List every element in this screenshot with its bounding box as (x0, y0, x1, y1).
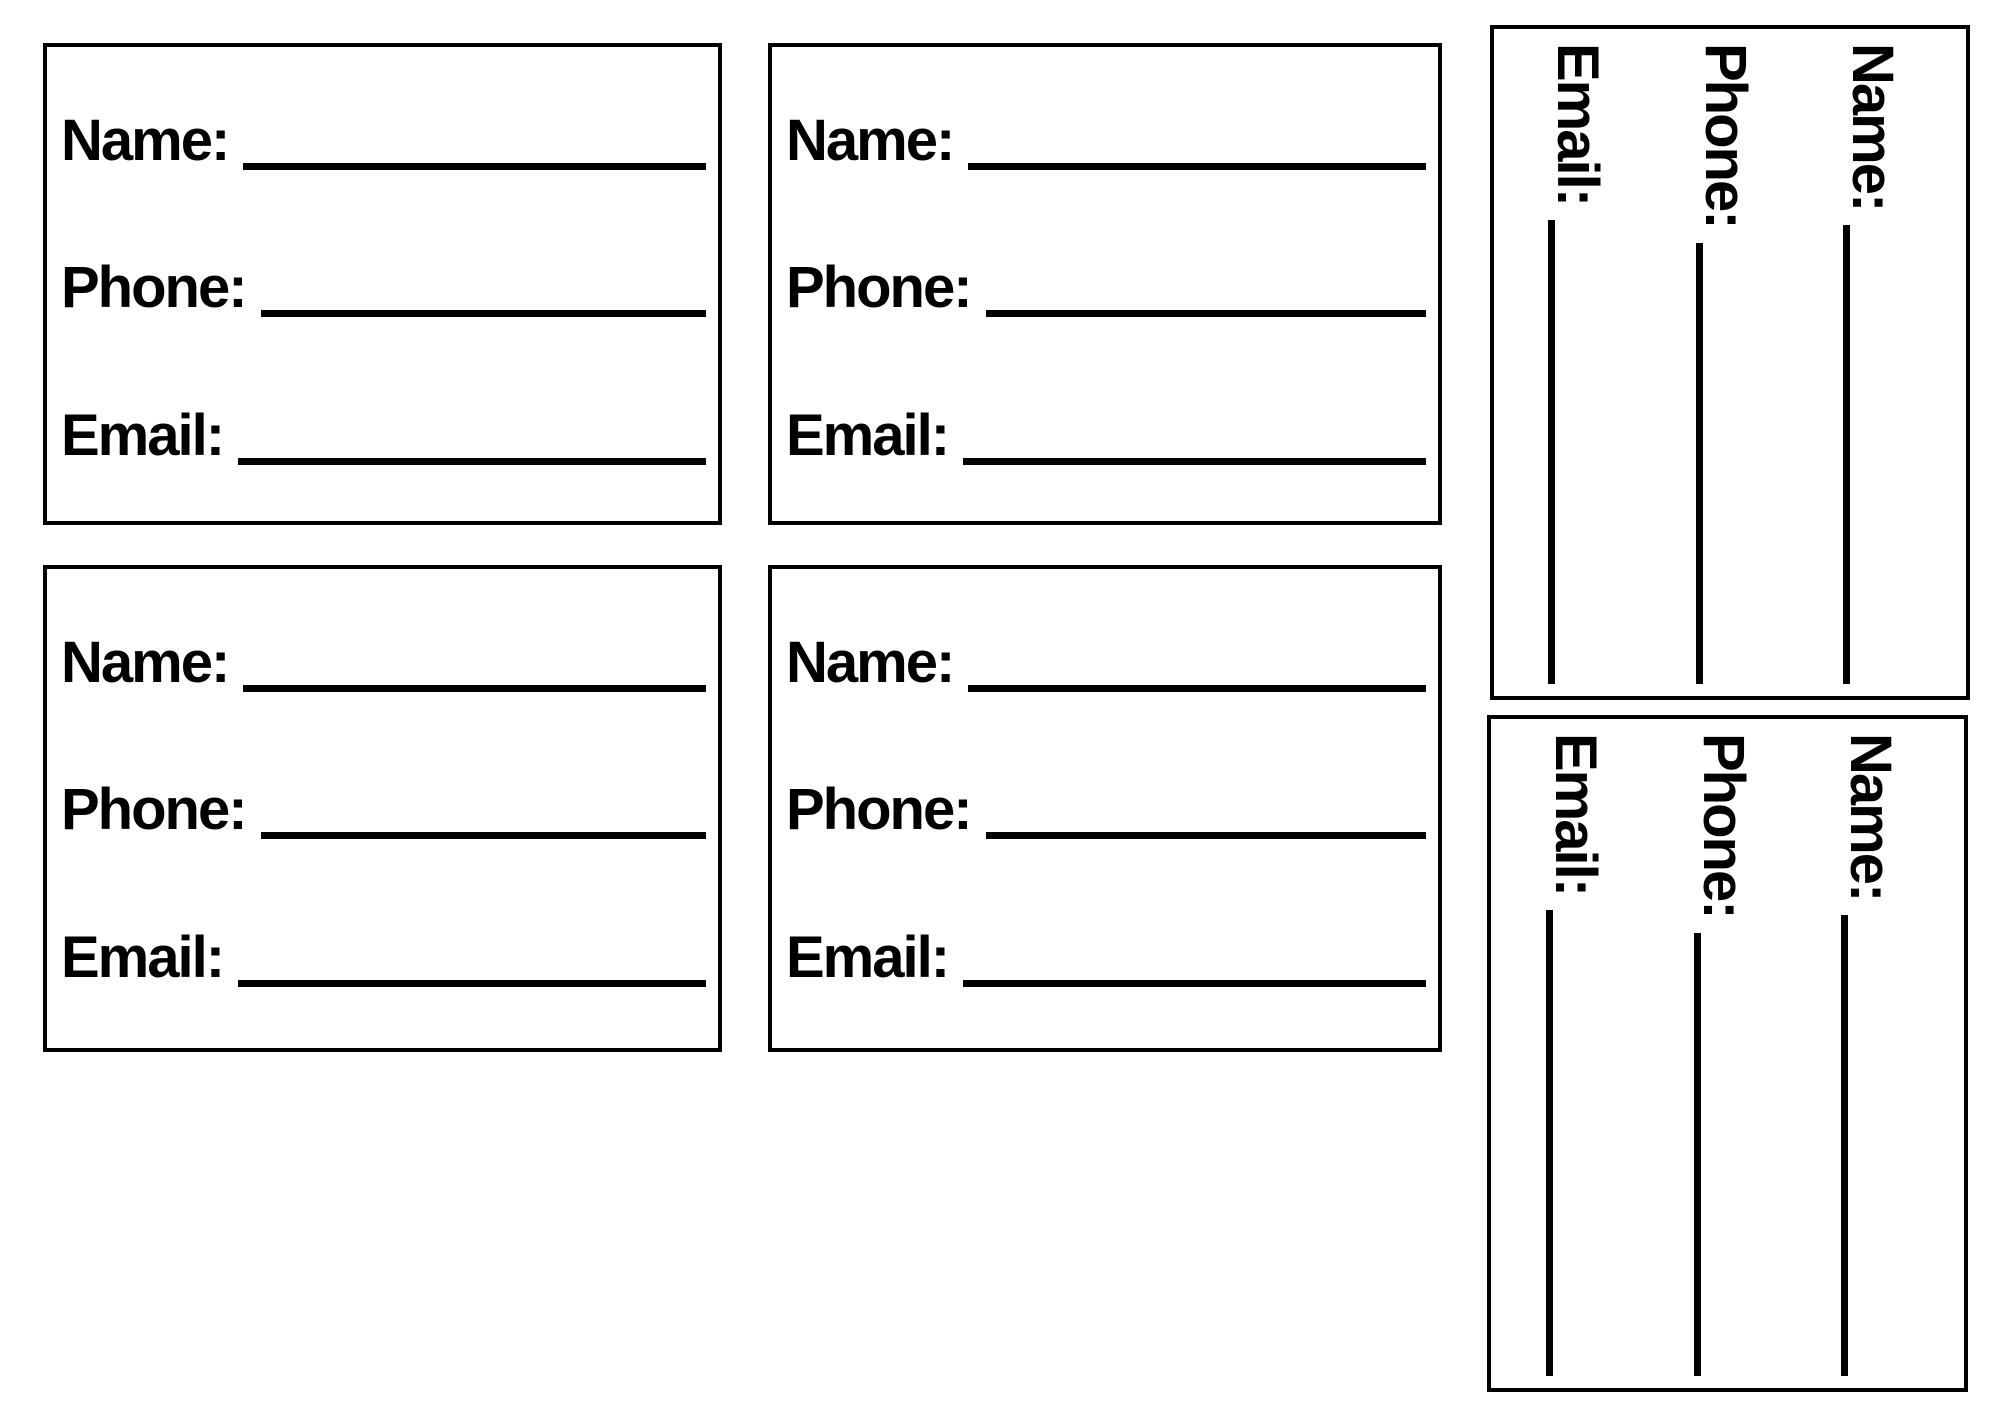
phone-label: Phone: (786, 777, 973, 842)
contact-card-top-middle: Name: Phone: Email: (768, 43, 1442, 525)
name-row: Name: (61, 634, 706, 692)
email-blank-line (1548, 220, 1555, 684)
card-face: Name: Phone: Email: (772, 569, 1438, 1048)
name-row: Name: (786, 634, 1426, 692)
phone-blank-line (260, 832, 706, 839)
email-label: Email: (1543, 733, 1608, 896)
phone-row: Phone: (61, 259, 706, 317)
phone-blank-line (985, 310, 1426, 317)
phone-row: Phone: (1691, 733, 1756, 1376)
phone-blank-line (1694, 932, 1701, 1376)
email-label: Email: (61, 403, 225, 468)
name-label: Name: (1840, 43, 1905, 211)
phone-row: Phone: (61, 781, 706, 839)
name-label: Name: (61, 630, 230, 695)
phone-row: Phone: (1693, 43, 1758, 684)
name-label: Name: (786, 108, 955, 173)
phone-label: Phone: (61, 255, 248, 320)
contact-card-top-left: Name: Phone: Email: (43, 43, 722, 525)
name-blank-line (243, 163, 706, 170)
contact-card-right-bottom-rotated: Name: Phone: Email: (1487, 715, 1968, 1392)
phone-blank-line (985, 832, 1426, 839)
phone-label: Phone: (61, 777, 248, 842)
email-row: Email: (61, 407, 706, 465)
name-label: Name: (1838, 733, 1903, 901)
name-blank-line (968, 163, 1426, 170)
email-blank-line (963, 980, 1426, 987)
phone-blank-line (1696, 242, 1703, 684)
contact-card-bottom-middle: Name: Phone: Email: (768, 565, 1442, 1052)
contact-card-bottom-left: Name: Phone: Email: (43, 565, 722, 1052)
email-row: Email: (1543, 733, 1608, 1376)
name-row: Name: (1840, 43, 1905, 684)
email-label: Email: (1545, 43, 1610, 206)
name-label: Name: (61, 108, 230, 173)
contact-card-right-top-rotated: Name: Phone: Email: (1490, 25, 1970, 700)
name-blank-line (1841, 915, 1848, 1376)
name-blank-line (968, 685, 1426, 692)
phone-blank-line (260, 310, 706, 317)
name-row: Name: (61, 112, 706, 170)
card-face: Name: Phone: Email: (47, 569, 718, 1048)
email-label: Email: (786, 925, 950, 990)
email-row: Email: (1545, 43, 1610, 684)
phone-label: Phone: (1691, 733, 1756, 918)
email-label: Email: (61, 925, 225, 990)
phone-row: Phone: (786, 781, 1426, 839)
email-row: Email: (786, 407, 1426, 465)
card-face: Name: Phone: Email: (47, 47, 718, 521)
card-face: Name: Phone: Email: (772, 47, 1438, 521)
email-blank-line (238, 980, 706, 987)
email-row: Email: (786, 929, 1426, 987)
name-row: Name: (786, 112, 1426, 170)
card-face-rotated: Name: Phone: Email: (1491, 719, 1964, 1388)
email-blank-line (238, 458, 706, 465)
name-blank-line (1843, 225, 1850, 684)
card-face-rotated: Name: Phone: Email: (1494, 29, 1966, 696)
phone-row: Phone: (786, 259, 1426, 317)
email-blank-line (1546, 910, 1553, 1376)
email-label: Email: (786, 403, 950, 468)
email-row: Email: (61, 929, 706, 987)
email-blank-line (963, 458, 1426, 465)
phone-label: Phone: (786, 255, 973, 320)
phone-label: Phone: (1693, 43, 1758, 228)
name-label: Name: (786, 630, 955, 695)
name-blank-line (243, 685, 706, 692)
name-row: Name: (1838, 733, 1903, 1376)
